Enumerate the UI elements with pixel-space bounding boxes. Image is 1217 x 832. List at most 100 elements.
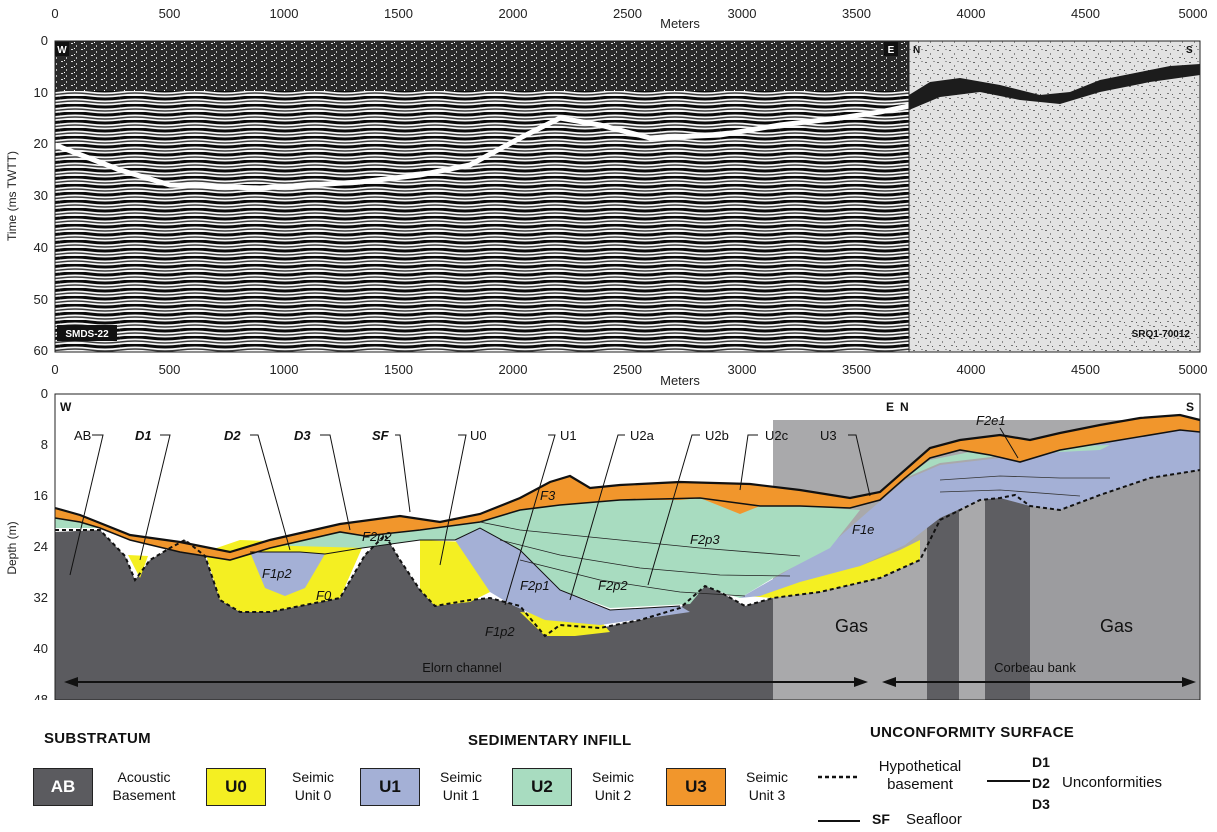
legend-code-d1: D1 bbox=[1032, 754, 1050, 770]
seafloor-reflector-right bbox=[909, 64, 1200, 110]
legend-infill-header: SEDIMENTARY INFILL bbox=[468, 732, 632, 749]
facies-label: F2p1 bbox=[520, 578, 550, 593]
legend-swatch-u0: U0 bbox=[206, 768, 266, 806]
top-x-axis: 0 500 1000 1500 2000 2500 3000 3500 4000… bbox=[51, 6, 1207, 21]
top-x-tick: 1000 bbox=[270, 6, 299, 21]
callout-leaders bbox=[69, 434, 871, 606]
legend-swatch-u3: U3 bbox=[666, 768, 726, 806]
top-y-tick: 20 bbox=[34, 136, 48, 151]
bottom-x-tick: 3000 bbox=[728, 362, 757, 377]
top-y-axis-title: Time (ms TWTT) bbox=[5, 151, 19, 241]
basement-pillar bbox=[927, 500, 959, 700]
legend-label-u2: Seimic Unit 2 bbox=[578, 768, 648, 804]
label-n-bottom: N bbox=[900, 400, 909, 414]
legend-label-u2-line1: Seimic bbox=[591, 769, 634, 785]
facies-label: F2p2 bbox=[362, 529, 392, 544]
callout-d3: D3 bbox=[294, 428, 311, 443]
top-y-tick: 30 bbox=[34, 188, 48, 203]
callout-ab: AB bbox=[74, 428, 91, 443]
bottom-x-tick: 0 bbox=[51, 362, 58, 377]
top-y-tick: 60 bbox=[34, 343, 48, 358]
acoustic-basement bbox=[55, 530, 773, 700]
profile-label-left: SMDS-22 bbox=[65, 329, 109, 340]
legend-unconformity-header: UNCONFORMITY SURFACE bbox=[870, 724, 1075, 741]
f2e1-leader bbox=[999, 427, 1019, 459]
legend-label-u0-line1: Seimic bbox=[291, 769, 334, 785]
bottom-y-tick: 48 bbox=[34, 692, 48, 700]
label-w-bottom: W bbox=[60, 400, 72, 414]
label-e-bottom: E bbox=[886, 400, 894, 414]
bottom-y-tick: 0 bbox=[41, 386, 48, 401]
gas-label-right: Gas bbox=[1100, 616, 1133, 636]
seismic-image-left bbox=[55, 41, 909, 352]
callout-u3: U3 bbox=[820, 428, 837, 443]
arrow-head-left bbox=[882, 677, 896, 687]
legend-code-d2: D2 bbox=[1032, 775, 1050, 791]
bottom-y-axis: 0 8 16 24 32 40 48 bbox=[34, 386, 48, 700]
internal-reflector bbox=[519, 559, 746, 597]
u3-fill bbox=[55, 415, 1200, 560]
legend-label-ab-line2: Basement bbox=[112, 787, 176, 803]
legend-label-ab: Acoustic Basement bbox=[98, 768, 190, 804]
label-e-top: E bbox=[888, 45, 895, 56]
legend-label-u3: Seimic Unit 3 bbox=[732, 768, 802, 804]
top-y-tick: 0 bbox=[41, 33, 48, 48]
internal-reflector bbox=[499, 539, 791, 577]
legend-label-u1: Seimic Unit 1 bbox=[426, 768, 496, 804]
facies-label: F2p2 bbox=[598, 578, 628, 593]
legend: SUBSTRATUM SEDIMENTARY INFILL UNCONFORMI… bbox=[0, 700, 1217, 832]
u1-fill bbox=[455, 528, 690, 625]
seismic-panel: W E N S SMDS-22 SRQ1-70012 0 500 1000 15… bbox=[5, 6, 1207, 358]
top-x-axis-title: Meters bbox=[660, 16, 700, 31]
bottom-y-axis-title: Depth (m) bbox=[5, 521, 19, 574]
u0-fill bbox=[420, 540, 490, 606]
arrow-head-left bbox=[64, 677, 78, 687]
facies-label: F1e bbox=[852, 522, 874, 537]
water-column-noise bbox=[55, 41, 909, 91]
top-y-tick: 50 bbox=[34, 292, 48, 307]
bottom-x-tick: 1000 bbox=[270, 362, 299, 377]
legend-label-u1-line2: Unit 1 bbox=[442, 787, 480, 803]
top-x-tick: 500 bbox=[159, 6, 181, 21]
legend-hypothetical-line1: Hypothetical bbox=[878, 758, 962, 775]
legend-label-u1-line1: Seimic bbox=[439, 769, 482, 785]
internal-reflector bbox=[939, 489, 1081, 497]
legend-unconformity-codes: D1 D2 D3 bbox=[1032, 752, 1058, 815]
u1-fill bbox=[250, 552, 325, 596]
gas-label-left: Gas bbox=[835, 616, 868, 636]
legend-lines bbox=[818, 775, 1030, 822]
bottom-x-tick: 4000 bbox=[957, 362, 986, 377]
seafloor-line bbox=[54, 413, 1201, 554]
internal-reflector bbox=[939, 475, 1110, 481]
facies-label: F3 bbox=[540, 488, 556, 503]
callout-u1: U1 bbox=[560, 428, 577, 443]
facies-label: F0 bbox=[316, 588, 332, 603]
bottom-x-tick: 2500 bbox=[613, 362, 642, 377]
callout-sf: SF bbox=[372, 428, 390, 443]
legend-code-d3: D3 bbox=[1032, 796, 1050, 812]
corbeau-bank-label: Corbeau bank bbox=[994, 660, 1076, 675]
legend-label-u3-line1: Seimic bbox=[745, 769, 788, 785]
callout-u0: U0 bbox=[470, 428, 487, 443]
top-x-tick: 2500 bbox=[613, 6, 642, 21]
unconformity-d2 bbox=[250, 527, 681, 611]
bottom-y-tick: 24 bbox=[34, 539, 48, 554]
legend-swatch-u1: U1 bbox=[360, 768, 420, 806]
bottom-x-tick: 2000 bbox=[499, 362, 528, 377]
legend-label-u0: Seimic Unit 0 bbox=[278, 768, 348, 804]
bottom-x-tick: 500 bbox=[159, 362, 181, 377]
facies-label: F2e1 bbox=[976, 413, 1006, 428]
bottom-y-tick: 40 bbox=[34, 641, 48, 656]
top-x-tick: 3000 bbox=[728, 6, 757, 21]
label-w-top: W bbox=[57, 45, 67, 56]
label-n-top: N bbox=[913, 45, 920, 56]
bottom-y-tick: 32 bbox=[34, 590, 48, 605]
bottom-x-axis: 0 500 1000 1500 2000 2500 3000 3500 4000… bbox=[51, 362, 1207, 377]
bottom-y-tick: 8 bbox=[41, 437, 48, 452]
top-y-tick: 40 bbox=[34, 240, 48, 255]
bottom-x-tick: 1500 bbox=[384, 362, 413, 377]
legend-unconformities-label: Unconformities bbox=[1062, 774, 1163, 791]
top-x-tick: 4000 bbox=[957, 6, 986, 21]
callout-d1: D1 bbox=[135, 428, 152, 443]
top-x-tick: 1500 bbox=[384, 6, 413, 21]
